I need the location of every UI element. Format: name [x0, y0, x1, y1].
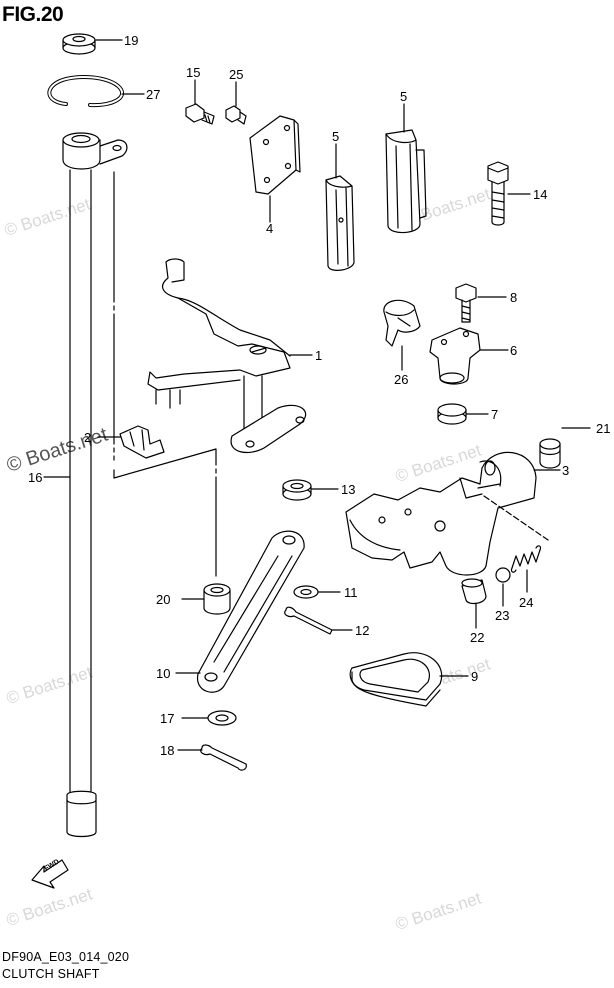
- housing-part-3: [345, 451, 537, 576]
- callout-15: 15: [186, 65, 201, 80]
- callout-20: 20: [156, 592, 171, 607]
- callout-8: 8: [510, 290, 518, 305]
- clamp-part-26: [383, 299, 421, 347]
- fwd-arrow-icon: [31, 859, 69, 889]
- callout-5: 5: [332, 129, 340, 144]
- clutch-shaft-part: [62, 132, 128, 838]
- fitting-part-25: [225, 105, 247, 125]
- figure-title: FIG.20: [2, 3, 64, 26]
- callout-11: 11: [344, 585, 358, 600]
- cotter-pin-part-12: [284, 606, 333, 635]
- lever-part-1: [147, 258, 307, 454]
- callout-16: 16: [28, 470, 43, 485]
- callout-3: 3: [562, 463, 570, 478]
- callout-7: 7: [491, 407, 499, 422]
- spring-part-24: [510, 545, 542, 573]
- callout-21: 21: [596, 421, 611, 436]
- guide-line: [113, 171, 217, 577]
- callout-9: 9: [471, 669, 479, 684]
- cotter-pin-part-18: [200, 744, 247, 771]
- figure-code: DF90A_E03_014_020: [2, 950, 130, 964]
- callout-4: 4: [266, 221, 274, 236]
- bolt-part-15: [185, 103, 215, 125]
- callout-10: 10: [156, 666, 171, 681]
- callout-22: 22: [470, 630, 485, 645]
- callout-26: 26: [394, 372, 409, 387]
- clip-part-2: [119, 425, 165, 459]
- block-part-6: [429, 327, 481, 385]
- pin-part-22: [461, 578, 487, 605]
- callout-27: 27: [146, 87, 161, 102]
- washer-part-11: [293, 585, 319, 599]
- callout-6: 6: [510, 343, 518, 358]
- bolt-part-14: [487, 161, 509, 226]
- callout-17: 17: [160, 711, 175, 726]
- callout-5: 5: [400, 89, 408, 104]
- bushing-part-20: [203, 583, 231, 615]
- callout-23: 23: [495, 608, 510, 623]
- guide-part-5a: [325, 175, 355, 271]
- callout-19: 19: [124, 33, 139, 48]
- cap-part-7: [437, 403, 467, 425]
- plug-part: [62, 33, 96, 55]
- callout-25: 25: [229, 67, 244, 82]
- seal-part-9: [349, 652, 443, 707]
- ball-part-23: [495, 567, 511, 583]
- circlip-part: [47, 75, 124, 108]
- callout-13: 13: [341, 482, 356, 497]
- bolt-part-8: [455, 283, 477, 323]
- bushing-part-13: [282, 479, 312, 501]
- callout-1: 1: [315, 348, 323, 363]
- callout-2: 2: [84, 430, 92, 445]
- plug-part-21: [539, 438, 561, 469]
- washer-part-17: [207, 710, 237, 726]
- plate-part-4: [249, 115, 301, 195]
- callout-12: 12: [355, 623, 370, 638]
- guide-part-5b: [385, 129, 427, 234]
- callout-18: 18: [160, 743, 175, 758]
- figure-name: CLUTCH SHAFT: [2, 967, 100, 981]
- callout-24: 24: [519, 595, 534, 610]
- callout-14: 14: [533, 187, 548, 202]
- link-part-10: [197, 530, 305, 693]
- guide-line: [483, 495, 549, 541]
